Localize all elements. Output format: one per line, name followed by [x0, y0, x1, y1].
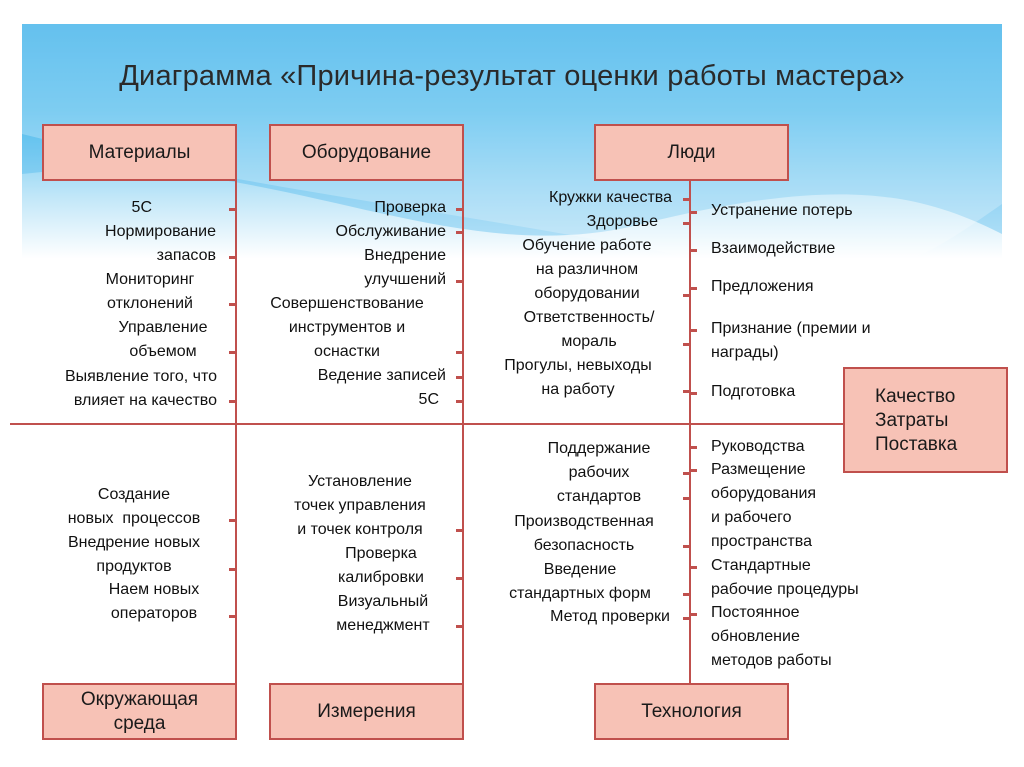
bone-tick [229, 615, 235, 618]
bone-tick [456, 280, 462, 283]
bone-tick [691, 469, 697, 472]
cause-text: Подготовка [711, 380, 795, 404]
bone-tick [456, 400, 462, 403]
bone-tick [229, 256, 235, 259]
category-label: Оборудование [302, 141, 431, 165]
bone-tick [456, 231, 462, 234]
cause-text: Постоянное обновление методов работы [711, 601, 832, 673]
bone-tick [229, 303, 235, 306]
bone-tick [691, 287, 697, 290]
bone-tick [691, 211, 697, 214]
bone-tick [683, 198, 689, 201]
bone-tick [456, 376, 462, 379]
result-item: Поставка [875, 433, 1006, 457]
bone-tick [691, 249, 697, 252]
cause-text: Проверка калибровки [306, 542, 456, 590]
cause-text: Внедрение новых продуктов [44, 531, 224, 579]
cause-text: Признание (премии и награды) [711, 317, 871, 365]
result-box: Качество Затраты Поставка [843, 367, 1008, 473]
bone-tick [229, 519, 235, 522]
bone-tick [683, 343, 689, 346]
cause-text: Обучение работе на различном оборудовани… [506, 234, 668, 306]
category-equipment: Оборудование [269, 124, 464, 181]
cause-text: Наем новых операторов [74, 578, 234, 626]
bone-tick [691, 566, 697, 569]
bone-tick [691, 329, 697, 332]
bone-tick [456, 208, 462, 211]
bone-tick [683, 294, 689, 297]
cause-text: Совершенствование инструментов и оснастк… [248, 292, 446, 364]
bone-tick [691, 392, 697, 395]
cause-text: Прогулы, невыходы на работу [484, 354, 672, 402]
cause-text: 5С [132, 196, 152, 220]
materials-bone [235, 180, 237, 685]
category-environment: Окружающая среда [42, 683, 237, 740]
cause-text: Проверка [374, 196, 446, 220]
cause-text: Создание новых процессов [44, 483, 224, 531]
bone-tick [691, 613, 697, 616]
bone-tick [691, 446, 697, 449]
bone-tick [683, 545, 689, 548]
bone-tick [456, 625, 462, 628]
cause-text: Взаимодействие [711, 237, 835, 261]
bone-tick [229, 208, 235, 211]
cause-text: 5С [419, 388, 439, 412]
cause-text: Кружки качества [549, 186, 672, 210]
bone-tick [683, 497, 689, 500]
cause-text: Введение стандартных форм [490, 558, 670, 606]
cause-text: Стандартные рабочие процедуры [711, 554, 859, 602]
bone-tick [229, 568, 235, 571]
cause-text: Поддержание рабочих стандартов [526, 437, 672, 509]
bone-tick [683, 390, 689, 393]
bone-tick [229, 400, 235, 403]
bone-tick [683, 593, 689, 596]
category-label: Материалы [89, 141, 191, 165]
cause-text: Установление точек управления и точек ко… [270, 470, 450, 542]
cause-text: Устранение потерь [711, 199, 853, 223]
people-bone [689, 180, 691, 685]
category-label: Измерения [317, 700, 416, 724]
cause-text: Производственная безопасность [490, 510, 678, 558]
bone-tick [456, 351, 462, 354]
category-materials: Материалы [42, 124, 237, 181]
bone-tick [683, 617, 689, 620]
cause-text: Ведение записей [318, 364, 446, 388]
category-technology: Технология [594, 683, 789, 740]
cause-text: Здоровье [587, 210, 658, 234]
cause-text: Руководства [711, 435, 805, 459]
category-label: Люди [667, 141, 715, 165]
main-spine [10, 423, 845, 425]
cause-text: Мониторинг отклонений [65, 268, 235, 316]
cause-text: Ответственность/ мораль [506, 306, 672, 354]
cause-text: Внедрение улучшений [364, 244, 446, 292]
bone-tick [683, 472, 689, 475]
cause-text: Выявление того, что влияет на качество [65, 365, 217, 413]
bone-tick [456, 529, 462, 532]
category-label: Технология [641, 700, 742, 724]
cause-text: Размещение оборудования и рабочего прост… [711, 458, 816, 554]
page-title: Диаграмма «Причина-результат оценки рабо… [0, 60, 1024, 93]
cause-text: Визуальный менеджмент [300, 590, 466, 638]
bone-tick [456, 577, 462, 580]
category-label: Окружающая среда [81, 688, 198, 736]
cause-text: Метод проверки [550, 605, 670, 629]
cause-text: Нормирование запасов [105, 220, 216, 268]
bone-tick [229, 351, 235, 354]
category-people: Люди [594, 124, 789, 181]
result-item: Затраты [875, 409, 1006, 433]
cause-text: Управление объемом [78, 316, 248, 364]
bone-tick [683, 222, 689, 225]
cause-text: Обслуживание [336, 220, 446, 244]
result-item: Качество [875, 385, 1006, 409]
category-measurement: Измерения [269, 683, 464, 740]
cause-text: Предложения [711, 275, 814, 299]
